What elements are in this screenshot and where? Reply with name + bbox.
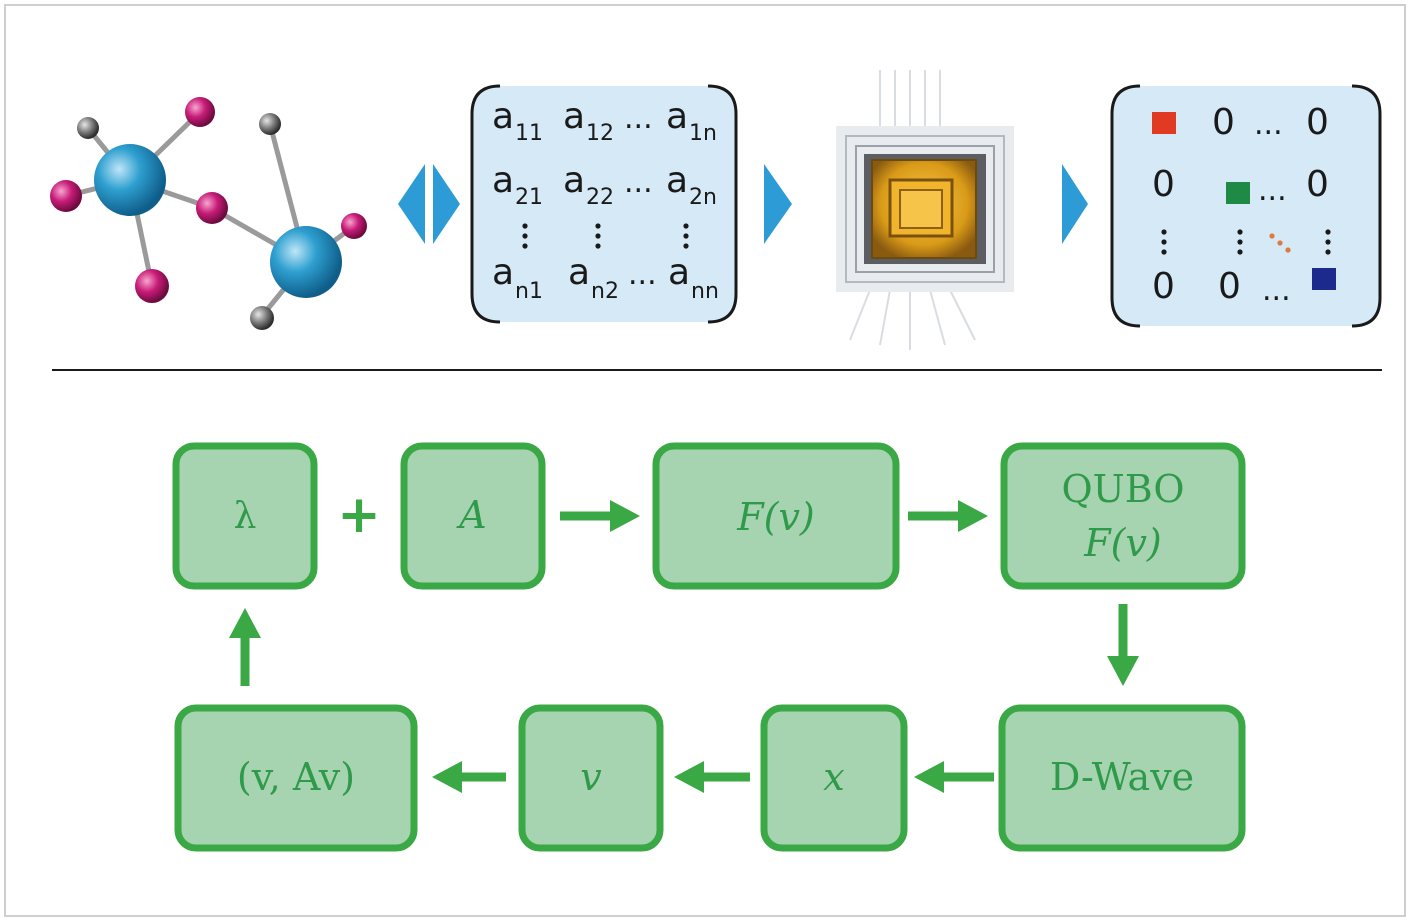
matrix-vertical-dots — [1161, 229, 1331, 255]
lambda-box — [172, 442, 318, 590]
diagonal-entry — [1312, 268, 1336, 290]
vav-label: (v, Av) — [237, 755, 355, 799]
matrix-a-label: A — [456, 493, 486, 537]
quantum-chip-icon — [836, 70, 1014, 350]
dwave-box — [998, 704, 1246, 852]
zero-entry: 0 — [1306, 164, 1329, 205]
left-arrow-icon — [432, 761, 462, 793]
diagonal-entry — [1152, 112, 1176, 134]
flow-arrows — [229, 500, 1139, 793]
zero-entry: 0 — [1212, 102, 1235, 143]
hydrogen-atom — [77, 117, 99, 139]
matrix-ellipsis: ... — [1254, 107, 1283, 142]
central-atom — [94, 144, 166, 216]
v-label: v — [580, 755, 602, 799]
matrix-vertical-dots — [522, 223, 689, 249]
matrix-subscript: 2n — [689, 185, 717, 210]
matrix-entry: a — [492, 160, 514, 201]
oxygen-atom — [50, 180, 82, 212]
fv-label: F(v) — [736, 495, 814, 539]
matrix-entry: a — [568, 252, 590, 293]
matrix-entry: a — [563, 96, 585, 137]
zero-entry: 0 — [1152, 266, 1175, 307]
x-label: x — [823, 755, 844, 799]
right-arrow-icon — [958, 500, 988, 532]
vav-box — [174, 704, 418, 852]
oxygen-atom — [185, 97, 215, 127]
matrix-subscript: n2 — [591, 279, 619, 304]
flow-diagram: λ + A F(v) QUBO F(v) (v, Av) v x D-Wave — [172, 442, 1246, 852]
diagonal-matrix: 0 ... 0 0 ... 0 0 0 ... — [1110, 84, 1382, 328]
bidirectional-arrow-icon — [398, 164, 460, 244]
fv-box — [652, 442, 900, 590]
zero-entry: 0 — [1152, 164, 1175, 205]
matrix-a: a 11 a 12 ... a 1n a 21 a 22 ... a 2n a … — [470, 84, 738, 324]
hydrogen-atom — [259, 113, 281, 135]
v-box — [518, 704, 664, 852]
qubo-box — [1000, 442, 1246, 590]
matrix-subscript: 21 — [515, 185, 543, 210]
matrix-subscript: 12 — [586, 121, 614, 146]
matrix-subscript: 22 — [586, 185, 614, 210]
oxygen-atom — [341, 213, 367, 239]
matrix-entry: a — [492, 96, 514, 137]
dwave-label: D-Wave — [1050, 755, 1194, 799]
matrix-entry: a — [492, 252, 514, 293]
left-arrow-icon — [914, 761, 944, 793]
matrix-entry: a — [563, 160, 585, 201]
x-box — [760, 704, 908, 852]
molecule-illustration — [50, 97, 367, 330]
zero-entry: 0 — [1218, 266, 1241, 307]
matrix-ellipsis: ... — [1262, 273, 1291, 308]
oxygen-atom — [196, 192, 228, 224]
lambda-label: λ — [234, 496, 257, 537]
qubo-label: QUBO — [1062, 467, 1185, 511]
central-atom — [270, 226, 342, 298]
diagonal-entry — [1226, 182, 1250, 204]
qubo-fv-label: F(v) — [1083, 521, 1161, 565]
oxygen-atom — [135, 269, 169, 303]
matrix-subscript: n1 — [515, 279, 543, 304]
diagonal-dots — [1269, 233, 1291, 253]
matrix-entry: a — [666, 96, 688, 137]
right-arrow-icon — [610, 500, 640, 532]
left-arrow-icon — [674, 761, 704, 793]
matrix-subscript: 11 — [515, 121, 543, 146]
matrix-subscript: nn — [691, 279, 719, 304]
down-arrow-icon — [1107, 656, 1139, 686]
matrix-ellipsis: ... — [624, 101, 653, 136]
hydrogen-atom — [250, 306, 274, 330]
matrix-subscript: 1n — [689, 121, 717, 146]
matrix-entry: a — [666, 160, 688, 201]
right-arrow-icon — [1062, 164, 1088, 244]
up-arrow-icon — [229, 608, 261, 638]
right-arrow-icon — [764, 164, 792, 244]
matrix-entry: a — [668, 252, 690, 293]
matrix-a-box — [400, 442, 546, 590]
matrix-ellipsis: ... — [628, 257, 657, 292]
matrix-ellipsis: ... — [1258, 173, 1287, 208]
plus-sign: + — [337, 485, 381, 545]
matrix-ellipsis: ... — [624, 165, 653, 200]
zero-entry: 0 — [1306, 102, 1329, 143]
